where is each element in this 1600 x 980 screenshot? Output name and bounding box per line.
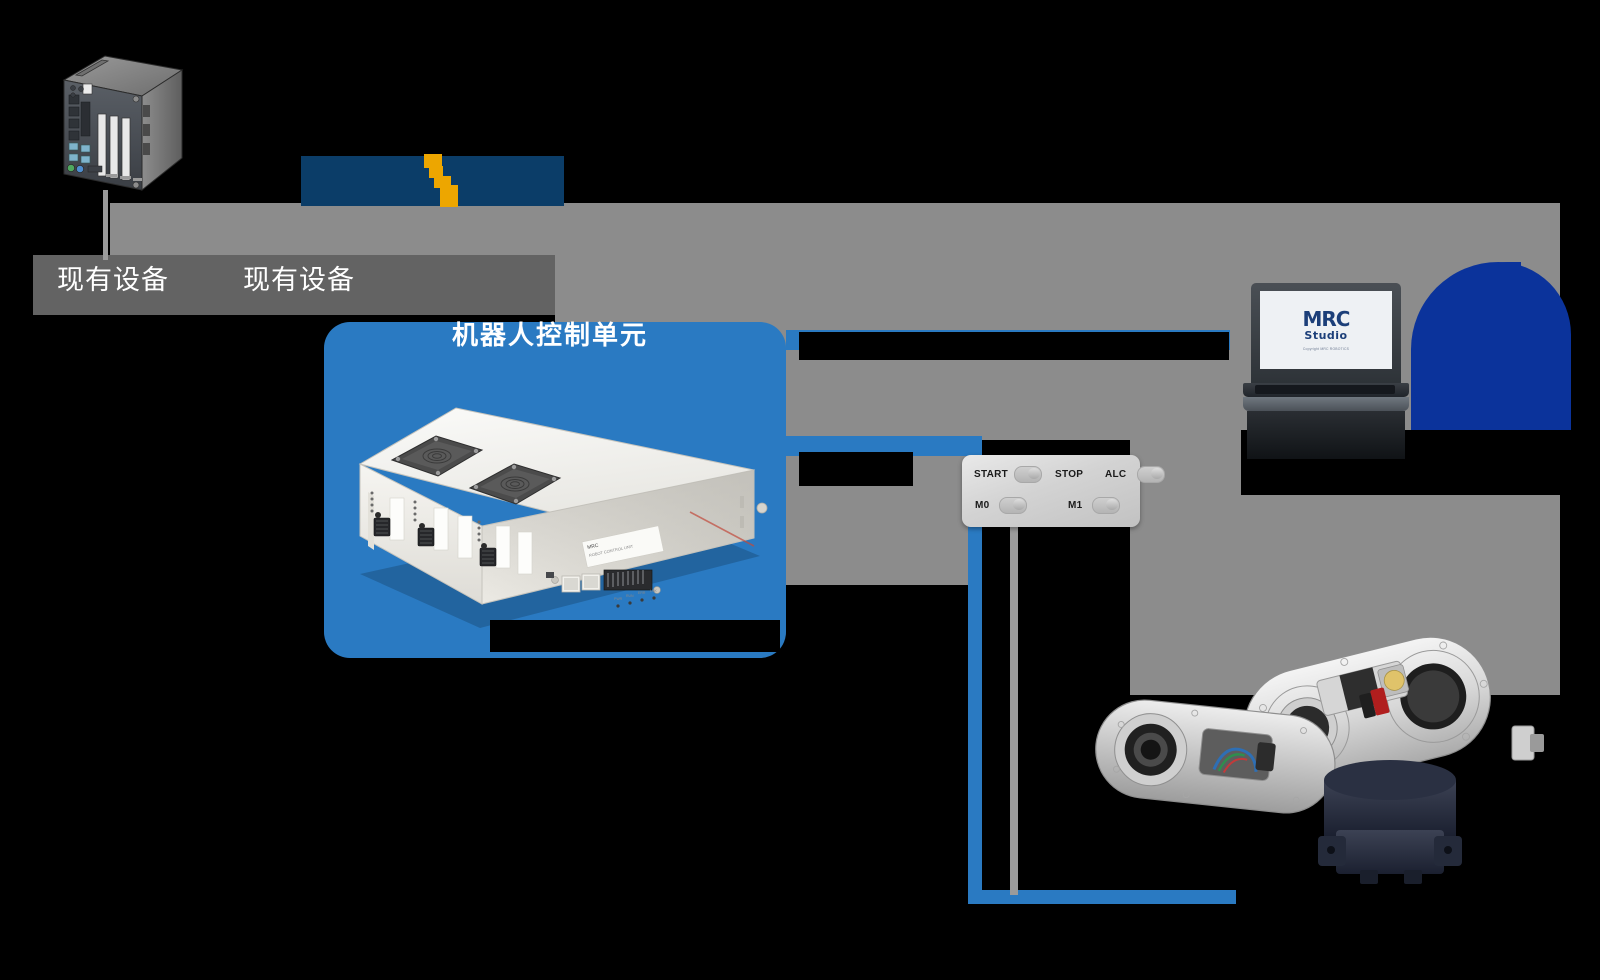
pendant-label-start: START (974, 469, 1009, 480)
wire-pendant-to-robot (1010, 525, 1018, 895)
industrial-pc (62, 55, 184, 192)
blue-connector-io-bottom (968, 890, 1236, 904)
svg-text:LNK: LNK (650, 589, 657, 593)
mrc-fine-print: Copyright MRC ROBOTICS (1302, 346, 1350, 351)
label-robot-control-unit: 机器人控制单元 (452, 321, 649, 351)
operation-pendant[interactable]: START STOP ALC M0 M1 (962, 455, 1165, 527)
laptop-keyboard-deck[interactable] (1243, 383, 1409, 397)
laptop-screen-bezel: MRC Studio Copyright MRC ROBOTICS (1251, 283, 1401, 383)
gold-bolt-segment-1 (424, 154, 442, 168)
mrc-logo-subtext: Studio (1304, 328, 1348, 342)
pendant-label-m0: M0 (975, 500, 990, 511)
gold-bolt-segment-2 (429, 166, 443, 178)
blue-connector-io-horizontal (786, 436, 979, 456)
blue-connector-io-vertical (968, 436, 982, 904)
mrc-studio-laptop[interactable]: MRC Studio Copyright MRC ROBOTICS (1243, 283, 1413, 463)
wire-pc-to-bus (103, 190, 108, 260)
pendant-toggle-start[interactable] (1014, 466, 1042, 483)
laptop-screen: MRC Studio Copyright MRC ROBOTICS (1260, 291, 1392, 369)
pendant-label-stop: STOP (1055, 469, 1084, 480)
existing-equipment-box (33, 255, 555, 315)
svg-text:ERR: ERR (638, 591, 646, 595)
pendant-toggle-m0[interactable] (999, 497, 1027, 514)
pendant-label-m1: M1 (1068, 500, 1083, 511)
pendant-toggle-m1[interactable] (1092, 497, 1120, 514)
label-io-redacted: I/O (799, 452, 913, 486)
mrc-logo-text: MRC (1302, 306, 1351, 331)
laptop-palmrest (1243, 397, 1409, 411)
label-existing-equipment-1: 现有设备 (57, 265, 169, 296)
label-existing-equipment-2: 现有设备 (243, 265, 355, 296)
pendant-toggle-alc[interactable] (1137, 466, 1165, 483)
laptop-keyboard[interactable] (1255, 385, 1395, 394)
scara-robot-arm (1095, 636, 1544, 884)
gold-bolt-segment-4 (440, 185, 458, 207)
laptop-stand (1247, 411, 1405, 459)
svg-text:MRC: MRC (587, 543, 600, 551)
label-usb-redacted: USB (799, 332, 1229, 363)
pendant-label-alc: ALC (1105, 469, 1127, 480)
label-controller-model-redacted: MRC (490, 620, 780, 652)
svg-text:PWR: PWR (614, 597, 623, 601)
svg-text:RUN: RUN (626, 594, 634, 598)
